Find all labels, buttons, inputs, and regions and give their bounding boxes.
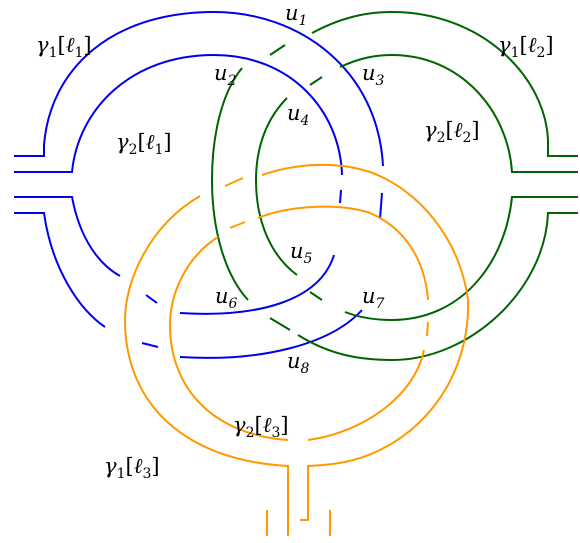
gamma2-l2-inner-arc xyxy=(339,53,578,173)
label-u3: u3 xyxy=(362,61,385,89)
gamma1-l3-outer-dash xyxy=(224,177,244,187)
gamma2-l1-inner-dash xyxy=(339,189,342,204)
gamma2-l3-inner-right xyxy=(307,349,425,441)
label-gamma1-l1: γ1[ℓ1] xyxy=(36,33,92,61)
label-gamma1-l2: γ1[ℓ2] xyxy=(498,33,554,61)
label-gamma2-l2: γ2[ℓ2] xyxy=(424,118,480,146)
gamma1-l2-outer-dash2 xyxy=(269,317,291,331)
gamma2-l1-inner-bottom xyxy=(179,254,335,315)
gamma2-l2-inner-left xyxy=(254,97,298,276)
gamma1-l2-outer-bottom xyxy=(297,212,578,362)
label-gamma2-l1: γ2[ℓ1] xyxy=(116,130,172,158)
gamma1-l2-outer-arc xyxy=(311,10,578,157)
gamma2-l1-inner-arc xyxy=(14,53,343,176)
gamma1-l1-outer-arc xyxy=(14,10,384,167)
label-u7: u7 xyxy=(362,284,385,312)
label-gamma2-l3: γ2[ℓ3] xyxy=(233,413,289,441)
gamma2-l3-inner-dash2 xyxy=(229,221,246,229)
gamma1-l1-outer-bottom xyxy=(179,309,363,359)
gamma1-l2-outer-dash xyxy=(269,44,286,56)
gamma1-l1-outer-lower xyxy=(14,212,106,328)
gamma2-l2-inner-dash xyxy=(309,76,323,86)
loop-l2 xyxy=(210,10,578,362)
label-u4: u4 xyxy=(287,101,309,129)
gamma2-l1-inner-lower xyxy=(14,196,121,277)
loop-l3 xyxy=(123,163,470,536)
label-gamma1-l3: γ1[ℓ3] xyxy=(104,454,160,482)
gamma2-l2-inner-bottom xyxy=(344,196,578,322)
gamma2-l3-inner-dash xyxy=(426,321,429,337)
gamma1-l3-outer-left xyxy=(123,195,289,536)
gamma1-l1-outer-dash xyxy=(379,192,383,220)
loop-l1 xyxy=(14,10,384,359)
gamma2-l1-inner-dash2 xyxy=(145,294,158,304)
label-u5: u5 xyxy=(290,239,313,267)
gamma1-l2-outer-left xyxy=(210,67,249,301)
gamma2-l3-inner-top xyxy=(257,205,429,301)
gamma2-l2-inner-dash2 xyxy=(309,291,323,301)
label-u2: u2 xyxy=(214,61,237,89)
label-u6: u6 xyxy=(215,284,238,312)
gamma1-l3-outer-top xyxy=(261,163,470,521)
label-u8: u8 xyxy=(287,349,310,377)
gamma2-l3-inner-left xyxy=(168,236,289,441)
gamma1-l1-outer-dash2 xyxy=(141,342,159,348)
label-u1: u1 xyxy=(285,1,307,29)
labels: u1 u2 u3 u4 u5 u6 u7 u8 γ1[ℓ1] γ2[ℓ1] γ1… xyxy=(36,1,554,482)
